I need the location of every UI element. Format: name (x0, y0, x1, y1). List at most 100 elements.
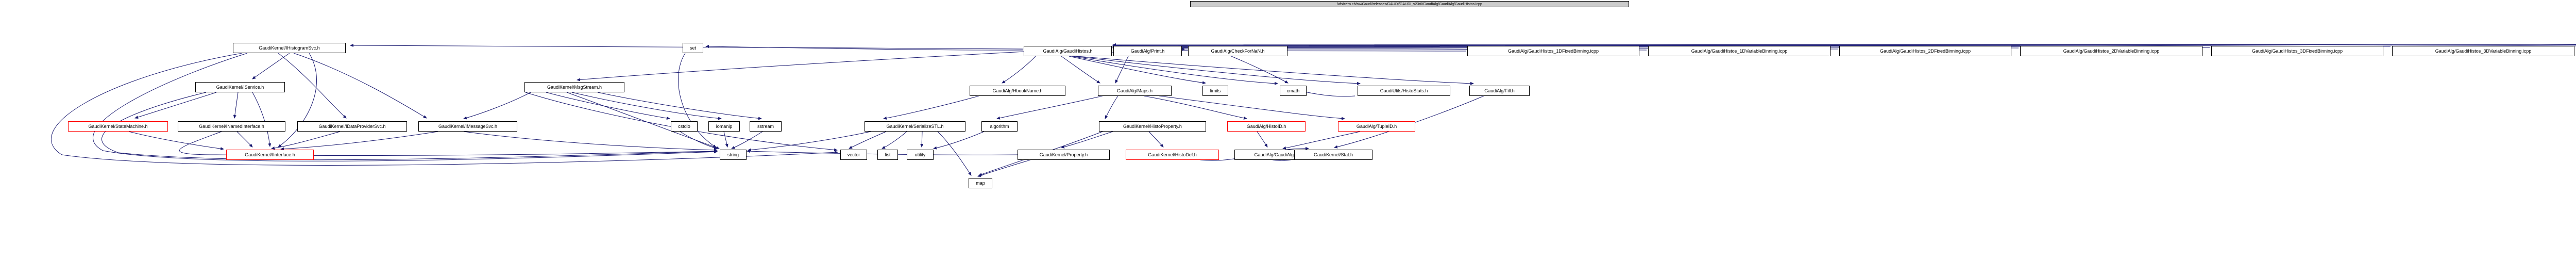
graph-edge (849, 131, 887, 149)
graph-edge (678, 53, 717, 148)
graph-edge (1115, 56, 1129, 84)
graph-node[interactable]: GaudiKernel/IHistogramSvc.h (233, 43, 346, 53)
graph-node[interactable]: GaudiAlg/GaudiHistos_1DFixedBinning.icpp (1467, 46, 1639, 56)
graph-edge (1231, 56, 1289, 84)
graph-edge (236, 131, 253, 148)
graph-edge (883, 95, 979, 120)
graph-node[interactable]: iomanip (708, 121, 740, 132)
graph-title-bar: /afs/cern.ch/sw/Gaudi/releases/GAUDI/GAU… (1190, 1, 1629, 7)
graph-node-label: cstdio (678, 123, 690, 129)
graph-node[interactable]: utility (907, 150, 934, 160)
graph-node[interactable]: GaudiKernel/IDataProviderSvc.h (297, 121, 407, 132)
graph-node[interactable]: GaudiKernel/SerializeSTL.h (865, 121, 965, 132)
graph-node-label: list (885, 152, 891, 157)
graph-edge (1112, 43, 2576, 47)
graph-node[interactable]: GaudiKernel/INamedInterface.h (178, 121, 285, 132)
graph-node-label: string (727, 152, 739, 157)
graph-node[interactable]: GaudiAlg/Fill.h (1469, 86, 1530, 96)
graph-edge (937, 131, 972, 176)
graph-edge (280, 131, 438, 151)
graph-node-label: GaudiKernel/IMessageSvc.h (438, 123, 498, 129)
graph-edge (566, 92, 720, 149)
graph-node[interactable]: string (720, 150, 747, 160)
graph-edge (1257, 131, 1268, 148)
graph-node[interactable]: list (877, 150, 898, 160)
graph-edge (134, 92, 217, 119)
graph-node-label: set (689, 45, 696, 51)
graph-node[interactable]: GaudiAlg/HbookName.h (970, 86, 1065, 96)
graph-node[interactable]: GaudiKernel/IService.h (195, 82, 285, 92)
graph-node-label: GaudiKernel/MsgStream.h (547, 84, 602, 90)
graph-node[interactable]: GaudiKernel/HistoDef.h (1126, 150, 1219, 160)
graph-node[interactable]: GaudiAlg/GaudiHistos.h (1024, 46, 1112, 56)
graph-node[interactable]: GaudiKernel/IMessageSvc.h (418, 121, 517, 132)
graph-node-label: GaudiAlg/GaudiHistos_3DFixedBinning.icpp (2251, 48, 2343, 54)
graph-node-label: GaudiKernel/IDataProviderSvc.h (318, 123, 386, 129)
graph-node[interactable]: GaudiKernel/MsgStream.h (524, 82, 624, 92)
graph-edge (463, 92, 531, 120)
graph-node[interactable]: cmath (1280, 86, 1307, 96)
graph-node[interactable]: GaudiAlg/Print.h (1113, 46, 1182, 56)
graph-edge (1074, 56, 1361, 85)
graph-node[interactable]: GaudiKernel/StateMachine.h (68, 121, 168, 132)
graph-node-label: utility (914, 152, 926, 157)
graph-node[interactable]: GaudiAlg/TupleID.h (1338, 121, 1415, 132)
graph-node[interactable]: GaudiAlg/HistoID.h (1227, 121, 1306, 132)
graph-node-label: GaudiAlg/Maps.h (1116, 88, 1153, 93)
graph-edge (882, 131, 907, 149)
graph-node-label: GaudiKernel/HistoProperty.h (1123, 123, 1182, 129)
graph-node[interactable]: map (969, 178, 992, 188)
graph-node[interactable]: GaudiAlg/GaudiHistos_2DVariableBinning.i… (2020, 46, 2202, 56)
graph-node[interactable]: cstdio (671, 121, 698, 132)
graph-edge (233, 92, 239, 119)
graph-node-label: GaudiAlg/GaudiHistos_2DVariableBinning.i… (2063, 48, 2160, 54)
graph-edge (996, 95, 1103, 120)
graph-node[interactable]: GaudiKernel/Property.h (1018, 150, 1110, 160)
graph-node-label: iomanip (716, 123, 733, 129)
graph-edge (463, 131, 718, 152)
graph-node[interactable]: GaudiKernel/HistoProperty.h (1099, 121, 1206, 132)
graph-node[interactable]: GaudiKernel/IInterface.h (226, 150, 314, 160)
graph-edge (748, 131, 871, 152)
graph-edge (1148, 131, 1164, 148)
graph-node-label: GaudiAlg/GaudiHistos_1DVariableBinning.i… (1691, 48, 1788, 54)
graph-edge (546, 92, 670, 120)
graph-node-label: GaudiUtils/HistoStats.h (1380, 88, 1428, 93)
graph-node-label: map (976, 180, 985, 186)
graph-edge (1282, 131, 1361, 150)
graph-edge (1143, 95, 1247, 120)
graph-node[interactable]: GaudiAlg/GaudiHistos_3DFixedBinning.icpp (2211, 46, 2383, 56)
graph-node[interactable]: vector (840, 150, 867, 160)
graph-edge (278, 53, 317, 148)
graph-node-label: GaudiKernel/IService.h (216, 84, 264, 90)
graph-node[interactable]: GaudiKernel/Stat.h (1294, 150, 1372, 160)
graph-node[interactable]: GaudiAlg/GaudiHistos_2DFixedBinning.icpp (1839, 46, 2011, 56)
graph-node[interactable]: GaudiAlg/GaudiHistos_3DVariableBinning.i… (2392, 46, 2574, 56)
graph-edge (50, 53, 838, 166)
graph-edge (731, 131, 763, 149)
graph-edge (278, 53, 347, 119)
graph-edge (705, 45, 1024, 51)
graph-node[interactable]: GaudiAlg/Maps.h (1098, 86, 1172, 96)
graph-node-label: GaudiAlg/CheckForNaN.h (1211, 48, 1265, 54)
graph-edge (1105, 95, 1118, 119)
graph-edge (93, 53, 718, 161)
graph-node[interactable]: set (683, 43, 703, 53)
graph-node-label: GaudiAlg/GaudiAlg.h (1254, 152, 1298, 157)
graph-node[interactable]: limits (1202, 86, 1228, 96)
graph-node[interactable]: sstream (750, 121, 782, 132)
graph-node[interactable]: algorithm (981, 121, 1018, 132)
graph-node-label: algorithm (990, 123, 1009, 129)
graph-title-text: /afs/cern.ch/sw/Gaudi/releases/GAUDI/GAU… (1337, 2, 1482, 6)
graph-node[interactable]: GaudiUtils/HistoStats.h (1358, 86, 1450, 96)
graph-edge (1159, 95, 1345, 120)
graph-edge (128, 131, 224, 151)
graph-node-label: sstream (757, 123, 774, 129)
graph-edge (723, 131, 728, 148)
graph-node-label: GaudiKernel/IInterface.h (245, 152, 295, 157)
graph-node[interactable]: GaudiAlg/CheckForNaN.h (1188, 46, 1287, 56)
graph-node[interactable]: GaudiAlg/GaudiHistos_1DVariableBinning.i… (1648, 46, 1831, 56)
graph-edge (1061, 131, 1113, 149)
graph-edge (1076, 56, 1474, 85)
